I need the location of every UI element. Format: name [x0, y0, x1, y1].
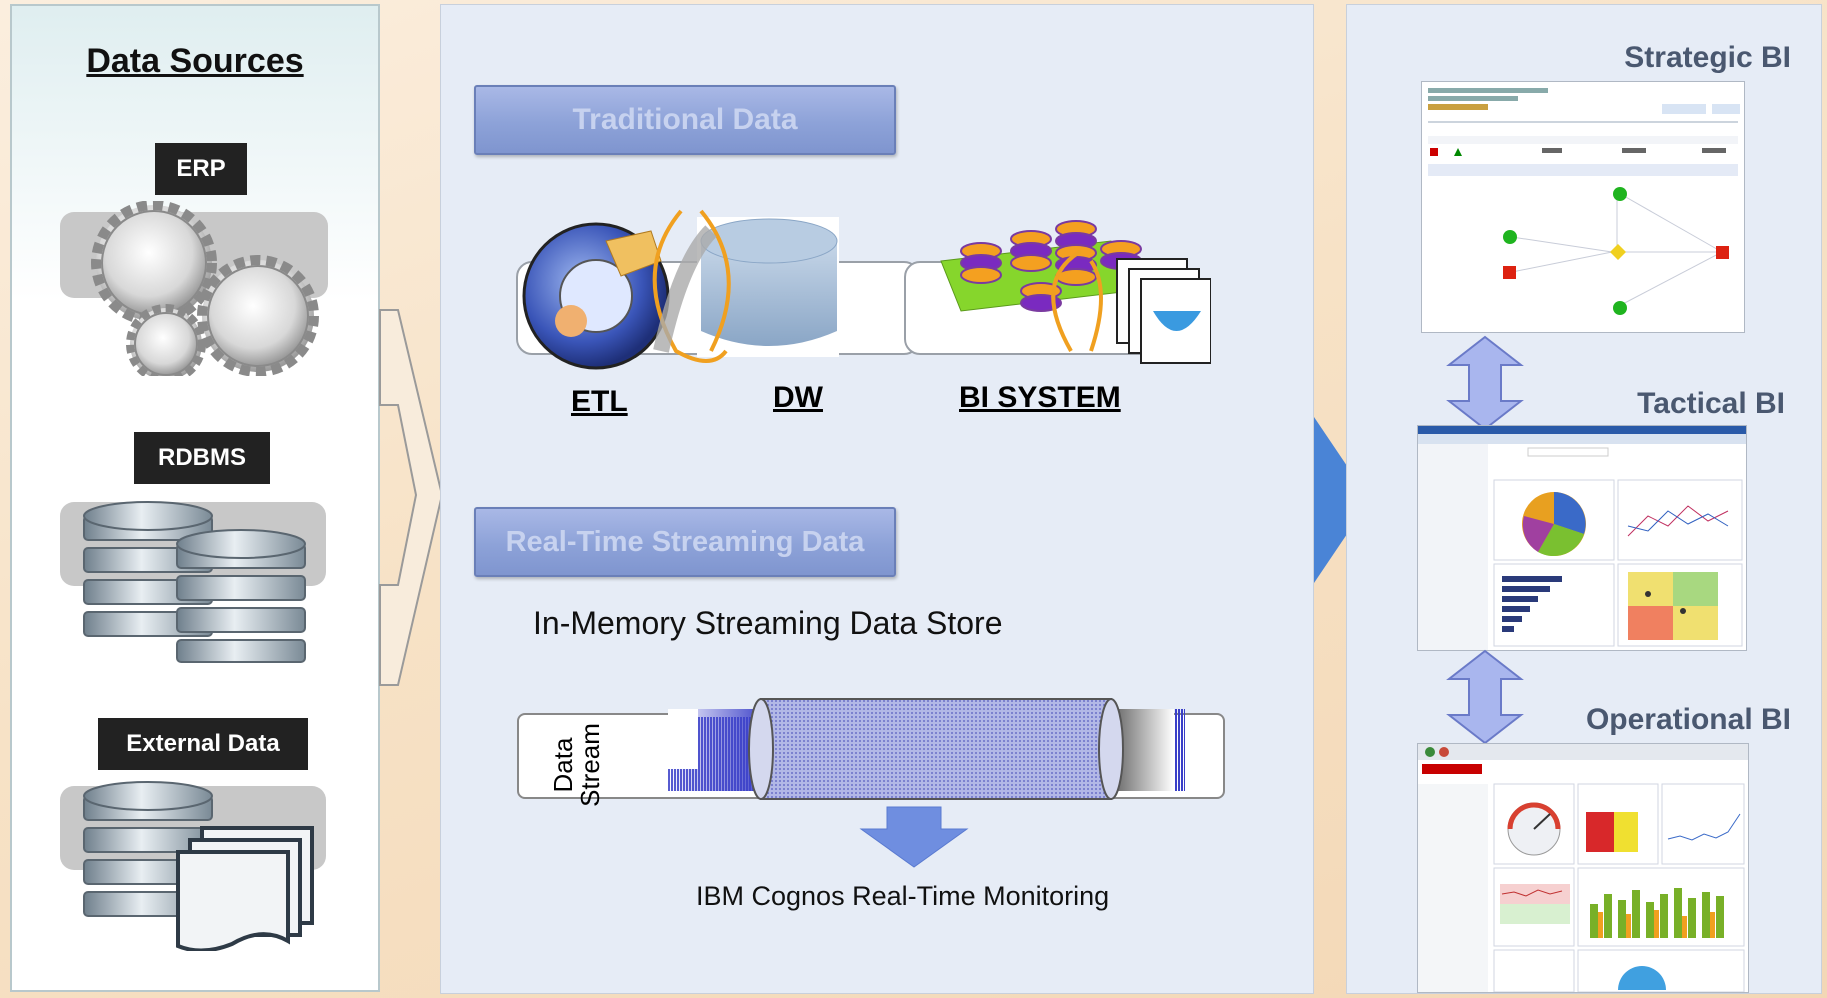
data-stream-label: Data Stream [548, 710, 605, 807]
erp-label: ERP [155, 143, 247, 195]
external-docs-icon [83, 781, 314, 951]
monitoring-label: IBM Cognos Real-Time Monitoring [696, 881, 1110, 911]
data-stream-line1: Data [548, 737, 578, 793]
sales-dashboard-thumbnail [1418, 426, 1746, 650]
strategic-bi-title: Strategic BI [1624, 41, 1791, 74]
etl-label: ETL [571, 385, 628, 418]
real-time-dashboard-thumbnail [1418, 744, 1748, 992]
double-arrow-icon [1446, 649, 1524, 745]
rdbms-label: RDBMS [134, 432, 270, 484]
operational-bi-title: Operational BI [1585, 703, 1791, 736]
dw-label: DW [773, 381, 823, 414]
scorecard-thumbnail [1422, 82, 1744, 332]
in-memory-store-label: In-Memory Streaming Data Store [533, 605, 1003, 641]
tactical-bi-title: Tactical BI [1637, 387, 1785, 420]
tactical-bi-screenshot [1417, 425, 1747, 651]
real-time-streaming-bar: Real-Time Streaming Data [474, 507, 896, 577]
gears-icon [91, 201, 319, 376]
external-data-label: External Data [98, 718, 308, 770]
chevron-right-icon [379, 309, 444, 686]
processing-panel: Traditional Data [440, 4, 1314, 994]
down-arrow-icon [859, 806, 969, 868]
blue-arrow-right-icon [1314, 417, 1370, 583]
bi-levels-panel: Strategic BI [1346, 4, 1822, 994]
bi-system-label: BI SYSTEM [959, 381, 1121, 414]
database-icon [83, 501, 306, 663]
data-sources-title: Data Sources [86, 42, 304, 80]
stream-pipe-illustration [668, 698, 1185, 800]
operational-bi-screenshot [1417, 743, 1749, 993]
double-arrow-icon [1446, 335, 1524, 431]
etl-dw-bi-illustration [522, 209, 1211, 370]
strategic-bi-screenshot [1421, 81, 1745, 333]
data-sources-panel: Data Sources ERP RDBMS [10, 4, 380, 992]
data-stream-line2: Stream [575, 723, 605, 807]
traditional-data-bar: Traditional Data [474, 85, 896, 155]
